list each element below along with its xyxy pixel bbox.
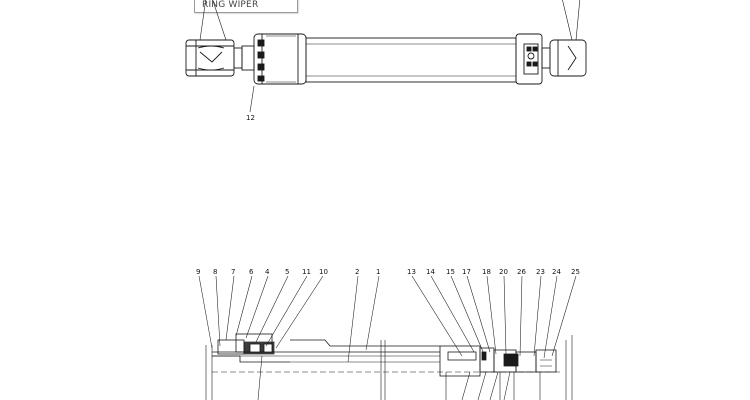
- part-label: 24: [552, 268, 561, 276]
- ring-wiper-tooltip: RING WIPER: [194, 0, 298, 13]
- part-label: 17: [462, 268, 471, 276]
- part-label: 14: [426, 268, 435, 276]
- piston-rod: [241, 45, 255, 71]
- part-label: 23: [536, 268, 545, 276]
- part-label: 4: [265, 268, 270, 276]
- part-label: 15: [446, 268, 455, 276]
- callout-12-leader: [249, 85, 255, 113]
- part-label: 1: [376, 268, 380, 276]
- part-label: 10: [319, 268, 328, 276]
- section-leaders: [198, 275, 577, 400]
- section-part-labels: 9 8 7 6 4 5 11 10 2 1 13 14 15 17 18 20 …: [196, 268, 580, 276]
- part-label: 20: [499, 268, 508, 276]
- part-label: 11: [302, 268, 311, 276]
- part-label: 9: [196, 268, 200, 276]
- bottom-end-eye: [549, 0, 587, 77]
- part-label: 5: [285, 268, 289, 276]
- tooltip-text: RING WIPER: [202, 0, 259, 10]
- rod-end-eye: [185, 0, 243, 77]
- cylinder-tube: [305, 37, 517, 83]
- cylinder-section-view: [205, 333, 573, 400]
- callout-12: 12: [246, 114, 255, 122]
- part-label: 7: [231, 268, 235, 276]
- part-label: 6: [249, 268, 254, 276]
- part-label: 25: [571, 268, 580, 276]
- cylinder-bottom: [515, 33, 551, 85]
- part-label: 8: [213, 268, 217, 276]
- cylinder-head: [253, 33, 307, 85]
- part-label: 2: [355, 268, 359, 276]
- part-label: 26: [517, 268, 526, 276]
- part-label: 18: [482, 268, 491, 276]
- part-label: 13: [407, 268, 416, 276]
- cylinder-external-view: [185, 0, 587, 113]
